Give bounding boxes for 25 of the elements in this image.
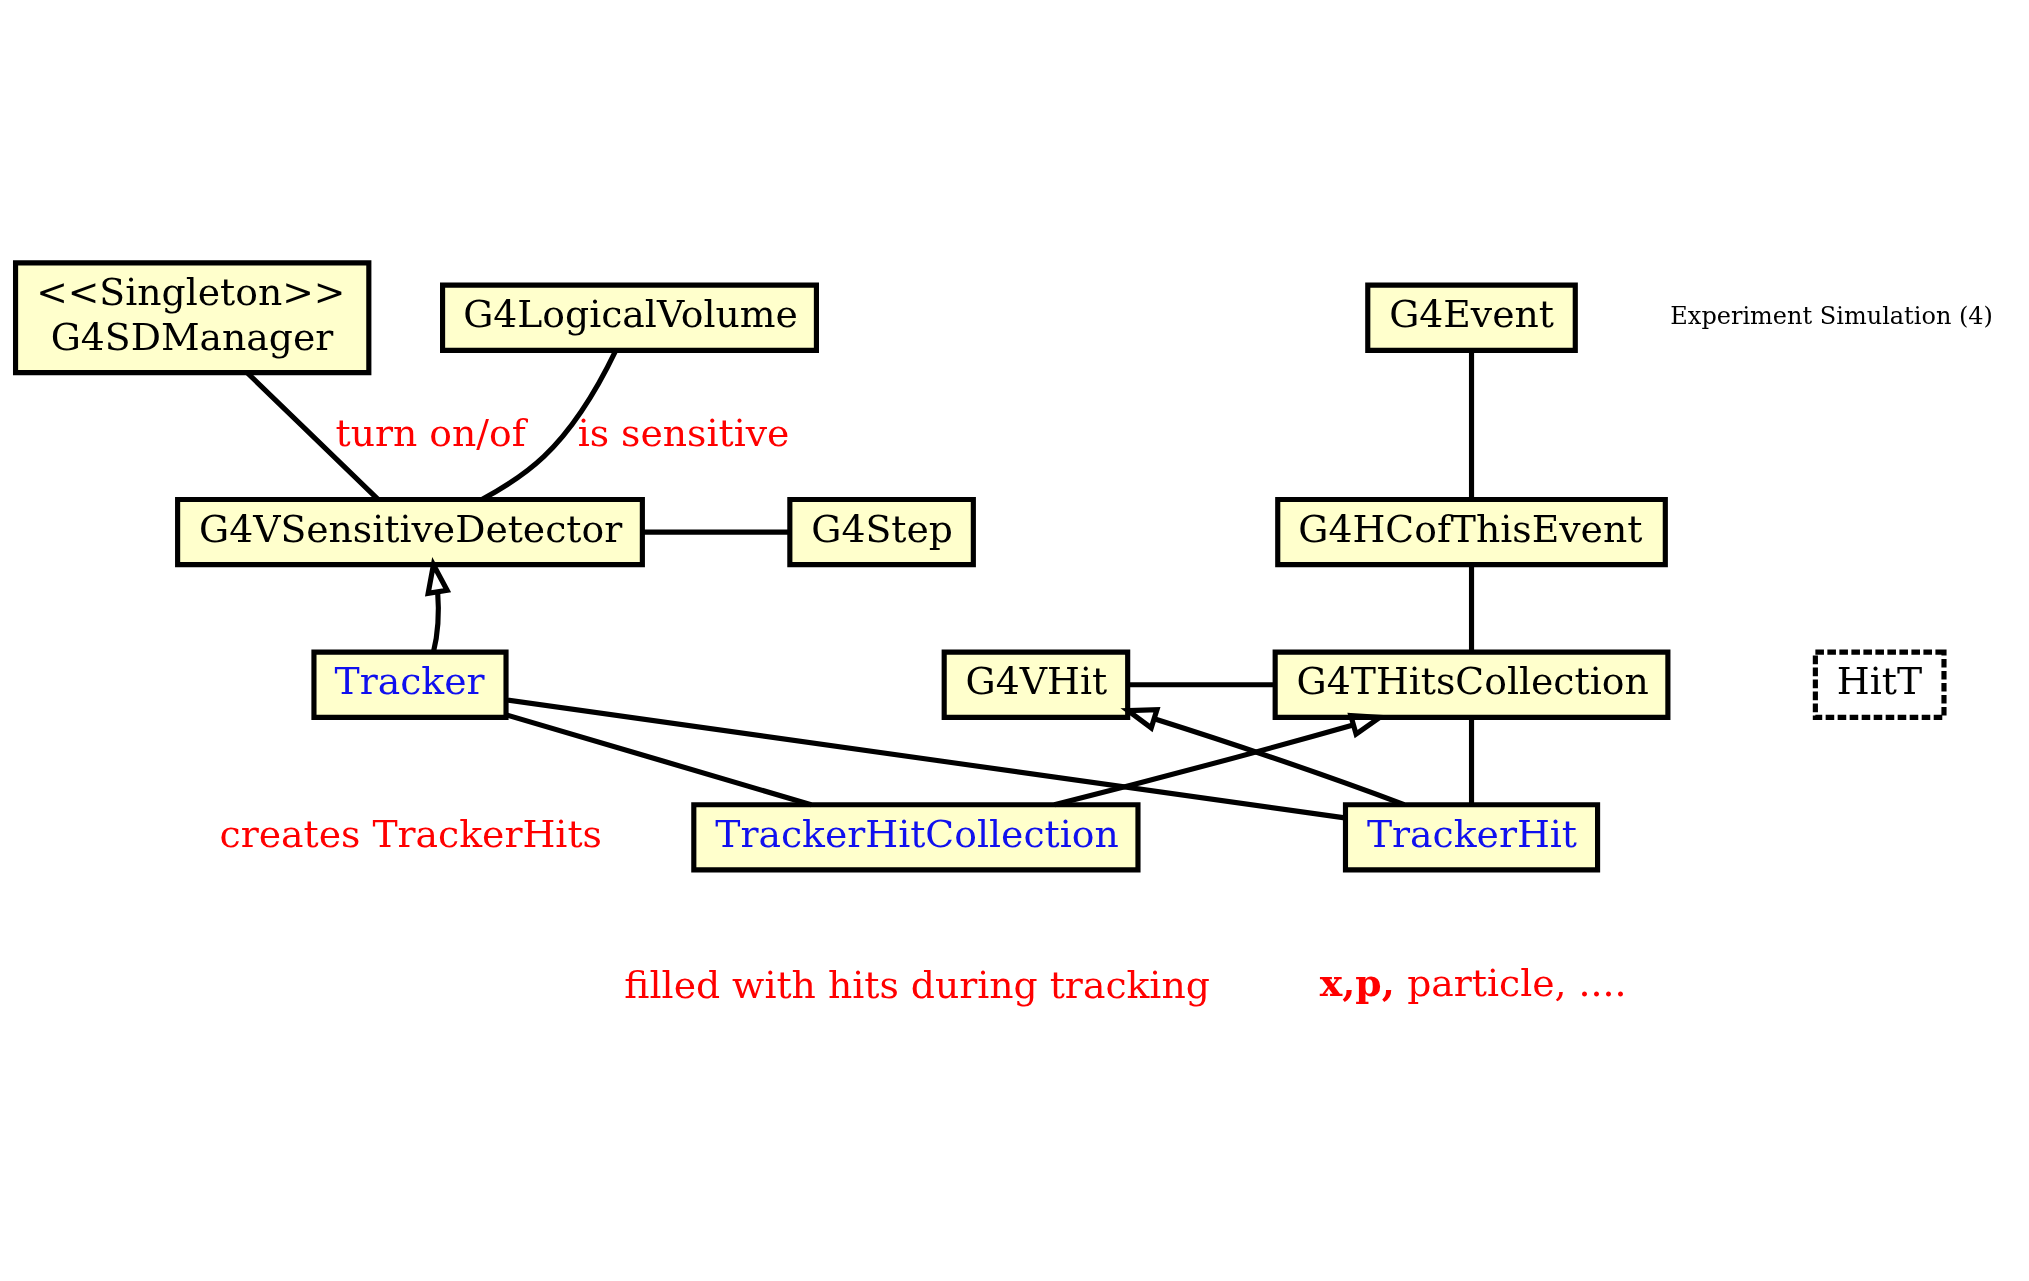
node-box: G4VSensitiveDetector xyxy=(175,496,645,567)
node-box: G4LogicalVolume xyxy=(440,282,819,353)
node-box: Tracker xyxy=(311,649,509,720)
node-box: TrackerHit xyxy=(1342,801,1601,872)
connector xyxy=(1468,564,1475,652)
connector xyxy=(505,711,812,807)
node-box: <<Singleton>> G4SDManager xyxy=(13,259,372,375)
arrow xyxy=(425,556,452,653)
edge-label: turn on/of xyxy=(335,410,526,455)
connector xyxy=(1127,681,1275,687)
node-label: filled with hits during tracking xyxy=(624,962,1210,1007)
connector xyxy=(1468,350,1475,499)
connector xyxy=(505,696,1346,820)
node-label: x,p, particle, .... xyxy=(1319,960,1627,1005)
node-box: G4Step xyxy=(787,496,976,567)
node-box: HitT xyxy=(1812,649,1947,720)
node-box: G4VHit xyxy=(941,649,1131,720)
edge-label: is sensitive xyxy=(577,410,790,455)
label: Experiment Simulation (4) xyxy=(1670,301,1993,330)
node-box: G4Event xyxy=(1365,282,1578,353)
node-box: TrackerHitCollection xyxy=(691,801,1141,872)
node-box: G4HCofThisEvent xyxy=(1275,496,1668,567)
node-label: creates TrackerHits xyxy=(219,811,602,856)
node-box: G4THitsCollection xyxy=(1272,649,1671,720)
connector xyxy=(642,529,790,535)
